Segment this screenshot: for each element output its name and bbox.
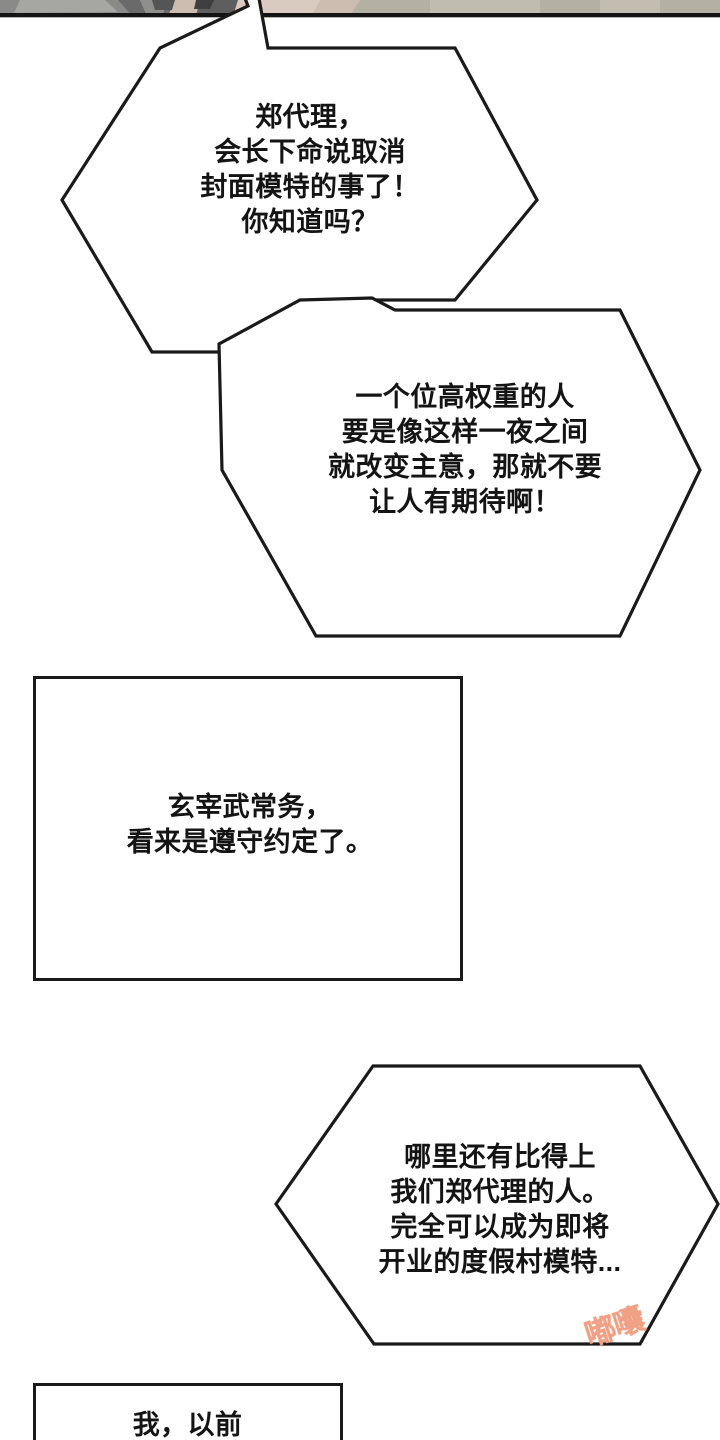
speech-bubble-2 <box>217 296 702 638</box>
art-gray-shape-g <box>194 0 214 9</box>
top-artwork-strip <box>0 0 720 18</box>
art-gray-shape-e <box>152 0 175 10</box>
narration-box-1 <box>33 676 463 981</box>
speech-bubble-1-text: 郑代理， 会长下命说取消 封面模特的事了！ 你知道吗？ <box>200 102 420 238</box>
artwork-svg <box>0 0 720 18</box>
art-gray-shape-b <box>14 0 118 13</box>
narration-box-1-text: 玄宰武常务， 看来是遵守约定了。 <box>126 792 374 858</box>
speech-bubble-2-text: 一个位高权重的人 要是像这样一夜之间 就改变主意，那就不要 让人有期待啊！ <box>328 382 602 518</box>
speech-bubble-3-text: 哪里还有比得上 我们郑代理的人。 完全可以成为即将 开业的度假村模特... <box>378 1142 622 1278</box>
art-panel-bottom-border <box>0 13 720 17</box>
speech-bubble-3-outline <box>274 1064 720 1346</box>
narration-box-2-text: 我，以前 <box>132 1410 243 1440</box>
speech-bubble-2-outline <box>217 296 702 638</box>
art-wall-panel-a <box>430 0 540 16</box>
art-wall-panel-b <box>600 0 660 16</box>
narration-box-2 <box>33 1383 343 1440</box>
speech-bubble-3 <box>274 1064 720 1346</box>
